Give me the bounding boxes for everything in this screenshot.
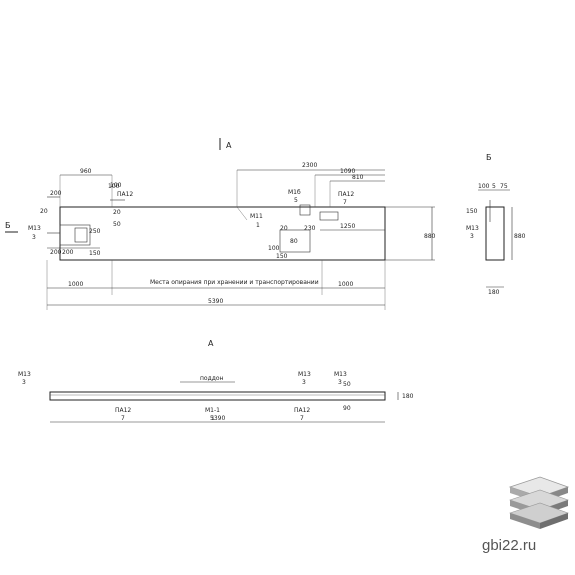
plan-mark-pa12-left: ПА12 — [115, 407, 131, 414]
dim-810: 810 — [352, 174, 364, 181]
section-mark-a-bottom: А — [208, 339, 214, 348]
dim-200-top: 200 — [50, 190, 62, 197]
dim-side-180: 180 — [488, 289, 500, 296]
logo-icon — [508, 476, 570, 529]
slope-line — [236, 206, 248, 221]
dim-small-100: 100 — [108, 183, 120, 190]
dim-960: 960 — [80, 168, 92, 175]
plan-mark-m13-right: М13 — [334, 371, 347, 378]
plan-mark-m13-mid-n: 3 — [302, 379, 306, 386]
embed-m1b — [299, 204, 311, 216]
embed-left-inner — [74, 227, 88, 243]
section-mark-b-right: Б — [486, 153, 492, 162]
plan-mark-m13-mid: М13 — [298, 371, 311, 378]
dim-side-5: 5 — [492, 183, 496, 190]
mark-side-m13: М13 — [466, 225, 479, 232]
dim-150-mid: 150 — [276, 253, 288, 260]
dim-1000-right: 1000 — [338, 281, 353, 288]
dim-200-b: 200 — [62, 249, 74, 256]
mark-m13-left-n: 3 — [32, 234, 36, 241]
plan-dim-5390: 5390 — [210, 415, 225, 422]
dim-80-mid: 80 — [290, 238, 298, 245]
plan-mark-m11: М1-1 — [205, 407, 220, 414]
plan-mark-pa12-right-n: 7 — [300, 415, 304, 422]
dim-100-mid: 100 — [268, 245, 280, 252]
dim-height-880: 880 — [424, 233, 436, 240]
dim-total-5390: 5390 — [208, 298, 223, 305]
dim-2300: 2300 — [302, 162, 317, 169]
plan-dim-90: 90 — [343, 405, 351, 412]
mark-pa12-top-n: 7 — [343, 199, 347, 206]
mark-side-m13-n: 3 — [470, 233, 474, 240]
plan-dim-50: 50 — [343, 381, 351, 388]
dim-20-mid: 20 — [280, 225, 288, 232]
plan-mark-m13-left-n: 3 — [22, 379, 26, 386]
dim-100: 100 — [110, 182, 122, 189]
support-note: Места опирания при хранении и транспорти… — [150, 279, 319, 286]
dim-1000-left: 1000 — [68, 281, 83, 288]
mark-m11-n: 1 — [256, 222, 260, 229]
mark-m13-left: М13 — [28, 225, 41, 232]
dim-150-left: 150 — [89, 250, 101, 257]
dim-small-50: 50 — [113, 221, 121, 228]
dim-side-75: 75 — [500, 183, 508, 190]
beam-front-outline — [59, 206, 386, 261]
dim-side-100: 100 — [478, 183, 490, 190]
embed-left — [59, 224, 91, 246]
embed-middle-lower — [279, 229, 311, 253]
mark-m1b: М1б — [288, 189, 301, 196]
mark-m1b-n: 5 — [294, 197, 298, 204]
plan-dim-180: 180 — [402, 393, 414, 400]
dim-side-150: 150 — [466, 208, 478, 215]
plan-mark-m13-left: М13 — [18, 371, 31, 378]
dim-200-a: 200 — [50, 249, 62, 256]
dim-1250: 1250 — [340, 223, 355, 230]
site-url: gbi22.ru — [482, 537, 537, 554]
dim-230-mid: 230 — [304, 225, 316, 232]
plan-mark-pa12-right: ПА12 — [294, 407, 310, 414]
dim-side-880: 880 — [514, 233, 526, 240]
dim-1090: 1090 — [340, 168, 355, 175]
plan-mark-pa12-left-n: 7 — [121, 415, 125, 422]
mark-pa12-top: ПА12 — [338, 191, 354, 198]
podd-label: поддон — [200, 375, 224, 382]
section-mark-b-left: Б — [5, 221, 11, 230]
plan-mark-m13-right-n: 3 — [338, 379, 342, 386]
plan-mark-m11-n: 1 — [211, 415, 215, 422]
embed-mid — [319, 211, 339, 221]
dim-250-left: 250 — [89, 228, 101, 235]
beam-side-outline — [485, 206, 505, 261]
mark-pa12-left: ПА12 — [117, 191, 133, 198]
mark-m11: М11 — [250, 213, 263, 220]
dim-small-20: 20 — [113, 209, 121, 216]
beam-plan-outline — [49, 391, 386, 401]
section-mark-a-top: А — [226, 141, 232, 150]
dim-20-left: 20 — [40, 208, 48, 215]
